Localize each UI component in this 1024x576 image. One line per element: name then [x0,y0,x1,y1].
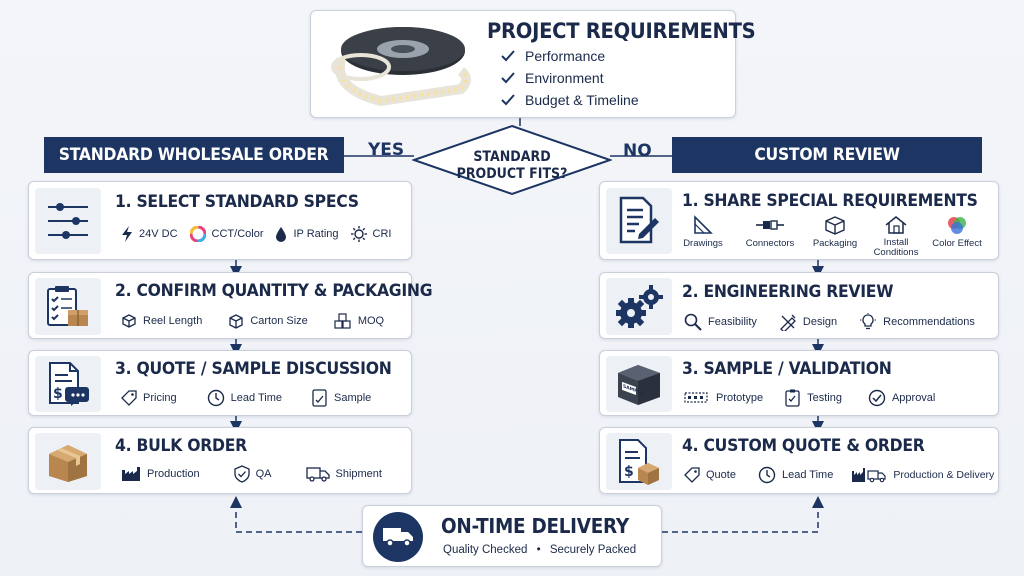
yes-label: YES [368,140,404,160]
svg-text:$: $ [624,464,634,480]
carton-size: Carton Size [228,313,307,329]
lead-time: Lead Time [207,389,282,407]
spec-cri: CRI [351,226,392,242]
price-tag-icon [121,390,137,406]
connectors: Connectors [742,215,798,258]
lightbulb-icon [859,313,877,331]
factory-icon [121,466,141,482]
right-step-1-title: 1. SHARE SPECIAL REQUIREMENTS [682,191,978,211]
magnifier-icon [684,313,702,331]
truck-icon [306,466,330,482]
left-step-1-card: 1. SELECT STANDARD SPECS 24V DC CCT/Colo… [28,181,412,260]
factory-truck-icon [851,467,887,483]
left-step-2-card: 2. CONFIRM QUANTITY & PACKAGING Reel Len… [28,272,412,339]
cardboard-box-icon [35,433,101,490]
right-step-3-card: SAMPLE 3. SAMPLE / VALIDATION Prototype … [599,350,999,416]
right-step-4-card: $ 4. CUSTOM QUOTE & ORDER Quote Lead Tim… [599,427,999,494]
left-step-4-card: 4. BULK ORDER Production QA Shipment [28,427,412,494]
feasibility: Feasibility [684,313,757,331]
color-wheel-icon [190,226,206,242]
shield-check-icon [234,465,250,483]
lightning-icon [121,226,133,242]
clock-icon [758,466,776,484]
spec-24v-dc: 24V DC [121,226,178,242]
delivery-title: ON-TIME DELIVERY [441,514,629,538]
stacked-boxes-icon [334,313,352,329]
sample-doc-icon [312,389,328,407]
check-circle-icon [868,389,886,407]
requirements-title: PROJECT REQUIREMENTS [487,19,755,43]
requirement-environment: Environment [501,67,639,89]
approval: Approval [868,389,935,407]
left-step-1-title: 1. SELECT STANDARD SPECS [115,192,359,212]
reel-icon [121,313,137,329]
water-drop-icon [275,226,287,242]
right-step-4-title: 4. CUSTOM QUOTE & ORDER [682,436,925,456]
rgb-circles-icon [946,215,968,235]
on-time-delivery-card: ON-TIME DELIVERY Quality Checked • Secur… [362,505,662,567]
production: Production [121,466,200,482]
left-step-3-card: $ 3. QUOTE / SAMPLE DISCUSSION Pricing L… [28,350,412,416]
color-effect: Color Effect [930,215,984,258]
no-label: NO [623,141,652,161]
test-clipboard-icon [785,389,801,407]
requirement-budget-timeline: Budget & Timeline [501,89,639,111]
prototype-board-icon [684,390,710,406]
left-step-3-title: 3. QUOTE / SAMPLE DISCUSSION [115,359,392,379]
moq: MOQ [334,313,384,329]
sample-box-icon: SAMPLE [606,356,672,412]
clipboard-box-icon [35,278,101,335]
price-tag-icon [684,467,700,483]
design: Design [779,313,837,331]
shipment: Shipment [306,466,382,482]
reel-length: Reel Length [121,313,202,329]
requirement-performance: Performance [501,45,639,67]
project-requirements-card: PROJECT REQUIREMENTS Performance Environ… [310,10,736,118]
svg-text:$: $ [53,386,63,402]
sliders-icon [35,188,101,254]
delivery-subtitle: Quality Checked • Securely Packed [443,544,636,556]
qa: QA [234,465,272,483]
design-tools-icon [779,313,797,331]
led-strip-reel-image [321,19,471,111]
right-step-2-title: 2. ENGINEERING REVIEW [682,282,893,302]
delivery-truck-icon [373,512,423,562]
custom-review-header: CUSTOM REVIEW [672,137,982,173]
packaging: Packaging [810,215,860,258]
clock-icon [207,389,225,407]
drawing-triangle-icon [692,215,714,235]
prototype: Prototype [684,390,763,406]
drawings: Drawings [680,215,726,258]
spec-cct-color: CCT/Color [190,226,264,242]
carton-icon [228,313,244,329]
package-icon [823,215,847,235]
gears-icon [606,278,672,335]
quote-document-icon: $ [35,356,101,412]
right-step-1-card: 1. SHARE SPECIAL REQUIREMENTS Drawings C… [599,181,999,260]
custom-quote: Quote [684,467,736,483]
standard-wholesale-order-header: STANDARD WHOLESALE ORDER [44,137,344,173]
check-icon [501,72,515,84]
production-delivery: Production & Delivery [851,467,994,483]
house-icon [884,215,908,235]
recommendations: Recommendations [859,313,975,331]
pricing: Pricing [121,390,177,406]
check-icon [501,94,515,106]
decision-text: STANDARD PRODUCT FITS? [422,149,602,183]
right-step-3-title: 3. SAMPLE / VALIDATION [682,359,892,379]
right-step-2-card: 2. ENGINEERING REVIEW Feasibility Design… [599,272,999,339]
sample: Sample [312,389,371,407]
sun-icon [351,226,367,242]
spec-ip-rating: IP Rating [275,226,338,242]
check-icon [501,50,515,62]
testing: Testing [785,389,842,407]
document-pen-icon [606,188,672,254]
left-step-4-title: 4. BULK ORDER [115,436,247,456]
connector-icon [756,215,784,235]
custom-lead-time: Lead Time [758,466,833,484]
install-conditions: Install Conditions [874,215,918,258]
left-step-2-title: 2. CONFIRM QUANTITY & PACKAGING [115,281,432,301]
invoice-box-icon: $ [606,433,672,490]
